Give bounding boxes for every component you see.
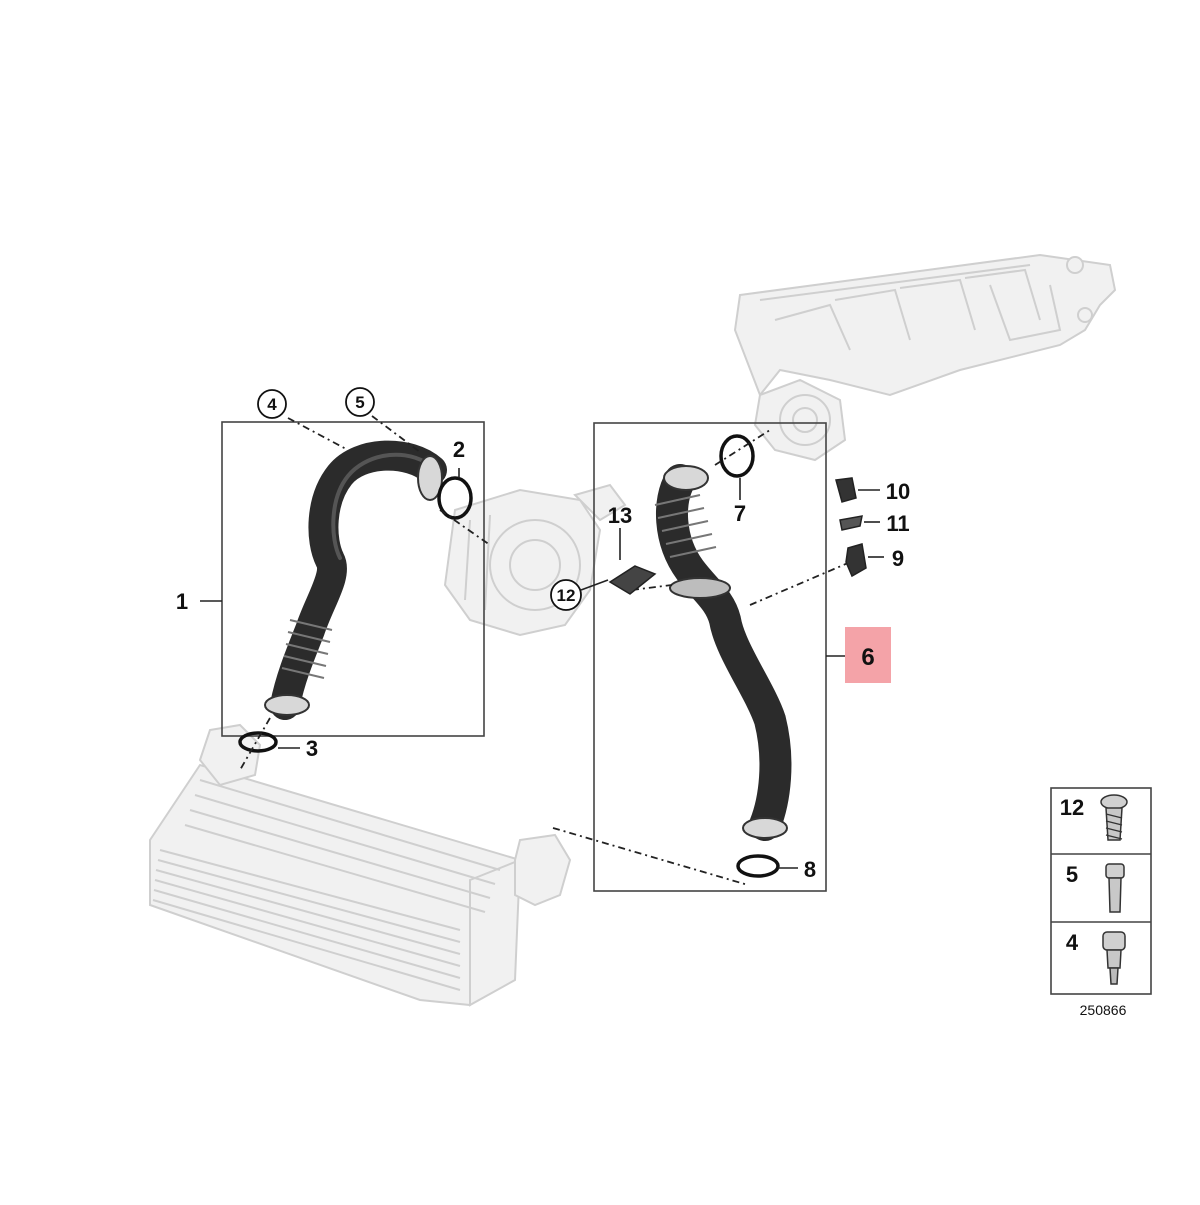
svg-text:5: 5 (1066, 862, 1078, 887)
legend-row-5: 5 (1066, 862, 1125, 913)
seal-ring-3 (238, 731, 278, 753)
assembly-line-callout-5 (371, 415, 421, 453)
svg-text:4: 4 (1066, 930, 1079, 955)
assembly-line-bracket (631, 584, 673, 591)
label-part-7[interactable]: 7 (734, 501, 746, 526)
label-part-11[interactable]: 11 (886, 511, 909, 536)
callout-part-4[interactable]: 4 (257, 389, 287, 419)
sensor-part-9 (845, 543, 867, 578)
callout-part-5[interactable]: 5 (345, 387, 375, 417)
label-part-3[interactable]: 3 (306, 736, 318, 761)
shoulder-bolt-icon (1102, 931, 1126, 985)
label-part-6[interactable]: 6 (861, 644, 874, 671)
label-part-2[interactable]: 2 (453, 437, 465, 462)
svg-text:12: 12 (557, 586, 576, 605)
pan-head-screw-icon (1100, 794, 1128, 841)
turbocharger-ghost (443, 483, 627, 637)
assembly-line-hose-6-intercooler (552, 827, 749, 886)
fastener-legend: 12 5 4 (1050, 787, 1152, 995)
charge-air-hose-6 (654, 464, 792, 841)
legend-row-4: 4 (1066, 930, 1126, 985)
seal-ring-2 (437, 476, 473, 520)
seal-ring-7 (719, 434, 755, 478)
label-part-8[interactable]: 8 (804, 857, 816, 882)
assembly-line-hose-6-manifold (714, 429, 771, 466)
seal-ring-8 (736, 854, 780, 878)
label-part-9[interactable]: 9 (892, 546, 904, 571)
svg-text:12: 12 (1060, 795, 1084, 820)
intake-manifold-ghost (733, 253, 1117, 462)
legend-row-12: 12 (1060, 794, 1128, 841)
label-part-10[interactable]: 10 (886, 479, 910, 504)
highlight-part-6 (845, 627, 891, 683)
svg-text:4: 4 (267, 395, 277, 414)
sensor-part-10 (835, 477, 857, 503)
bracket-part-13 (608, 565, 657, 595)
label-part-1[interactable]: 1 (176, 589, 188, 614)
assembly-line-sensor (749, 562, 849, 606)
reference-number: 250866 (1080, 1002, 1127, 1018)
group-box-part-1 (221, 421, 485, 737)
assembly-line-callout-4 (287, 417, 349, 451)
charge-air-hose-1 (264, 440, 447, 720)
hex-socket-bolt-icon (1105, 863, 1125, 913)
svg-text:5: 5 (355, 393, 364, 412)
clip-part-11 (839, 515, 863, 531)
callout-part-12[interactable]: 12 (550, 579, 582, 611)
intercooler-ghost (149, 723, 572, 1007)
label-part-13[interactable]: 13 (608, 503, 632, 528)
group-box-part-6 (593, 422, 827, 892)
